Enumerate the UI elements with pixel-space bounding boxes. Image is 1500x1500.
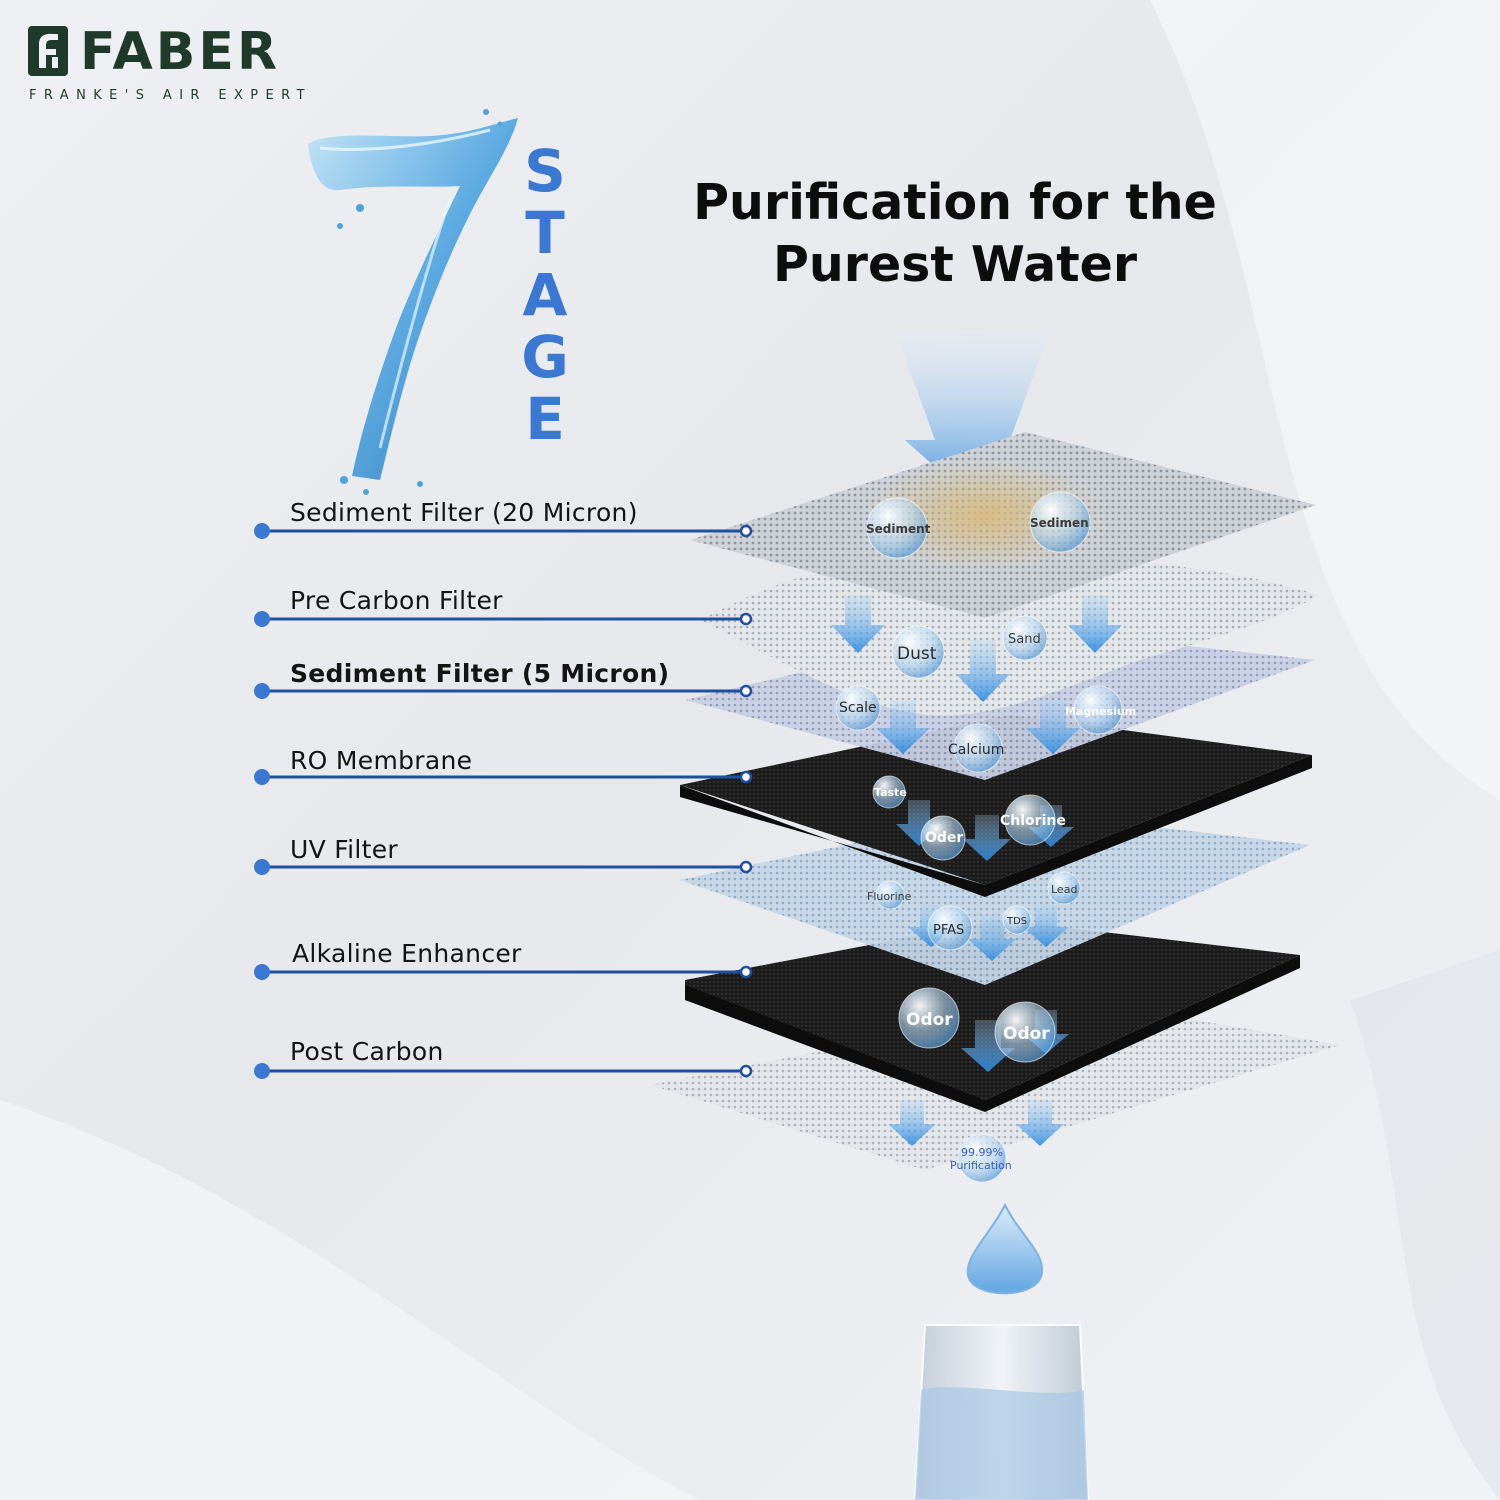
leader-lines [262, 529, 745, 1073]
contaminant-label: Odor [906, 1010, 953, 1030]
brand-name: FABER [80, 22, 280, 82]
stage-letter: S [524, 137, 566, 205]
contaminant-label: Magnesium [1065, 705, 1136, 718]
contaminant-label: Calcium [948, 742, 1004, 758]
stage-label-alkaline: Alkaline Enhancer [292, 939, 522, 968]
stage-label-sediment-5: Sediment Filter (5 Micron) [290, 659, 670, 688]
water-drop-icon [966, 1202, 1044, 1295]
page-title: Purification for the Purest Water [690, 172, 1220, 296]
stage-label-ro-membrane: RO Membrane [290, 746, 473, 775]
stage-letter: E [525, 385, 565, 453]
leader-dots [254, 523, 270, 1079]
stage-label-uv-filter: UV Filter [290, 835, 398, 864]
contaminant-label: Sand [1008, 632, 1041, 647]
title-line-1: Purification for the [693, 174, 1217, 231]
contaminant-bubbles [835, 491, 1123, 1183]
contaminant-label: PFAS [933, 923, 964, 938]
layer-alkaline [685, 920, 1300, 1100]
stage-label-pre-carbon: Pre Carbon Filter [290, 586, 503, 615]
contaminant-label: Odor [1003, 1024, 1050, 1044]
purification-label: Purification [950, 1159, 1012, 1172]
contaminant-label: TDS [1006, 916, 1027, 927]
contaminant-label: Scale [839, 700, 877, 716]
contaminant-label: Chlorine [1000, 813, 1066, 829]
brand-logo: FABER FRANKE'S AIR EXPERT [28, 22, 328, 106]
layer-ro-membrane [680, 715, 1312, 885]
title-line-2: Purest Water [772, 236, 1138, 293]
purification-percent: 99.99% [961, 1146, 1003, 1159]
leader-endpoints [739, 524, 753, 1078]
water-seven-graphic [308, 109, 518, 495]
stage-label-post-carbon: Post Carbon [290, 1037, 444, 1066]
contaminant-label: Fluorine [867, 890, 912, 903]
stage-letter: T [525, 199, 565, 267]
contaminant-label: Lead [1051, 883, 1077, 896]
contaminant-label: Sediment [866, 522, 931, 536]
contaminant-label: Dust [897, 644, 937, 664]
stage-letter: G [521, 323, 569, 391]
brand-tagline: FRANKE'S AIR EXPERT [29, 88, 312, 103]
stage-word: S T A G E [520, 140, 570, 450]
contaminant-label: Oder [925, 830, 963, 846]
stage-letter: A [522, 261, 568, 329]
layer-uv [680, 810, 1310, 985]
faber-logo-icon [28, 26, 68, 76]
contaminant-label: Sedimen [1030, 516, 1089, 530]
contaminant-label: Taste [874, 786, 907, 799]
stage-label-sediment-20: Sediment Filter (20 Micron) [290, 498, 638, 527]
